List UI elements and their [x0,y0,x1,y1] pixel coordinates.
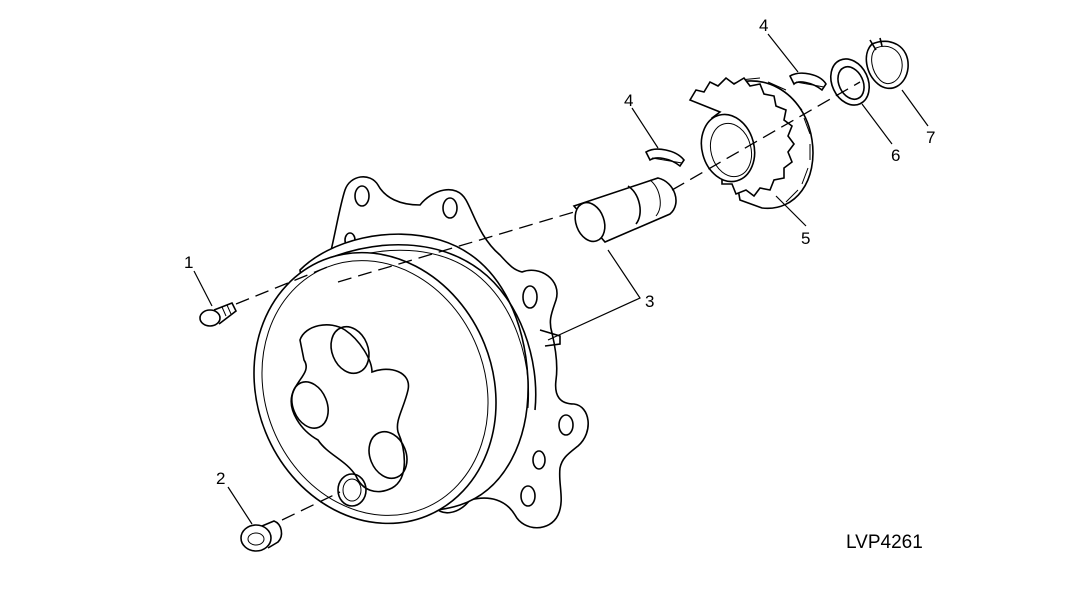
ear-hole [558,414,574,436]
snap-ring-gap [869,37,883,51]
plug-body [261,520,283,549]
housing-front-face [253,251,497,525]
shaft-step [627,185,641,225]
housing-drain-port [337,473,367,507]
shaft-step-2 [649,179,661,217]
key-body [788,72,827,92]
shaft-part-3 [572,177,677,243]
leader-3 [547,249,641,341]
washer-inner [837,65,865,101]
callout-4a: 4 [624,91,633,110]
callout-1: 1 [184,253,193,272]
figure-code: LVP4261 [846,532,923,553]
housing-boss [290,324,410,493]
key-edge [795,81,825,88]
key-body [644,148,685,168]
washer-outer [829,58,871,106]
axis-line-gear [671,81,861,191]
ear-hole [354,185,370,207]
screw-head [199,309,221,327]
gear-part-5 [688,76,814,210]
housing-port [330,325,370,375]
housing-band [319,243,537,411]
leader-1 [193,270,213,307]
snap-ring-inner [871,45,903,84]
housing-drain-port-inner [342,478,362,502]
snap-ring-part-7 [865,37,909,90]
callout-5: 5 [801,229,810,248]
leader-7 [901,89,929,127]
callouts: 1 2 3 4 4 5 6 7 [184,16,935,488]
callout-7: 7 [926,128,935,147]
callout-2: 2 [216,469,225,488]
shaft-end-face [574,201,606,243]
ear-hole [442,197,458,219]
callout-4b: 4 [759,16,768,35]
housing-port [368,430,408,480]
screw-threads [221,304,232,317]
leader-lines [193,33,929,525]
leader-6 [861,103,893,145]
washer-part-6 [829,58,871,106]
housing-rear-stub [539,329,561,347]
leader-5 [775,195,807,227]
leader-4a [631,107,659,149]
callout-3: 3 [645,292,654,311]
callout-6: 6 [891,146,900,165]
plug-socket [247,532,265,546]
housing-band-inner [325,249,530,409]
screw-part-1 [199,301,238,327]
axis-line-screw [235,265,331,305]
plug-head [240,524,272,552]
leader-2 [227,486,253,525]
leader-4b [767,33,799,73]
assembly-lines [235,81,861,521]
key-part-4-upper [788,72,827,92]
ear-hole [520,485,536,507]
axis-line-plug [281,491,341,521]
screw-shank [213,301,238,325]
housing-port [291,381,329,429]
plug-part-2 [240,520,283,552]
snap-ring-outer [865,40,909,90]
pump-housing [253,176,589,529]
key-part-4-lower [644,148,685,168]
gear-rear-teeth [739,77,811,203]
key-edge [651,157,683,164]
ear-hole [522,285,538,309]
ear-hole [532,450,546,470]
